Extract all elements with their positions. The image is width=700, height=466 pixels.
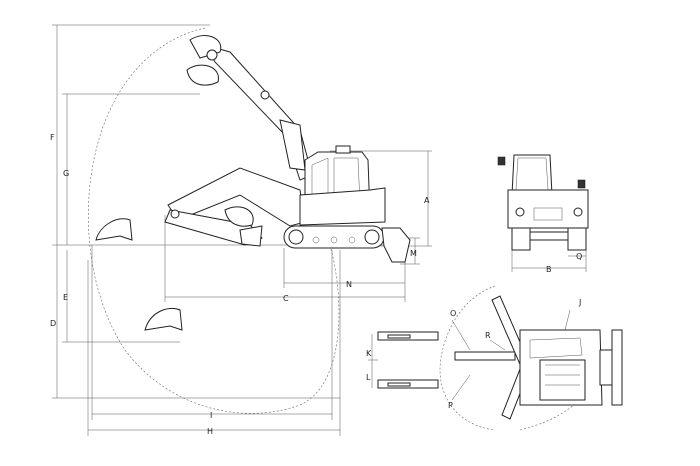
dim-label-r: R (485, 331, 491, 340)
dim-label-b: B (546, 265, 552, 274)
dim-label-l: L (366, 373, 371, 382)
dim-label-g: G (63, 169, 69, 178)
top-dozer-blade (611, 329, 623, 406)
dim-label-h: H (207, 427, 213, 436)
engine-body (299, 187, 386, 226)
dim-label-d: D (50, 319, 56, 328)
arm-extended (164, 167, 306, 247)
side-view: F G E D I H C N A (50, 24, 432, 436)
dim-label-n: N (346, 280, 352, 289)
bucket-lower (144, 307, 183, 331)
dim-label-a: A (424, 196, 430, 205)
dim-label-q: Q (576, 252, 582, 261)
dim-label-e: E (63, 293, 68, 302)
dim-label-m: M (410, 249, 417, 258)
front-view: B Q (497, 154, 589, 274)
arm-raised (186, 35, 313, 181)
top-view: K L O P R J (366, 285, 623, 431)
dim-label-j: J (578, 298, 581, 307)
dim-label-k: K (366, 349, 372, 358)
dim-label-o: O (450, 309, 456, 318)
dim-label-p: P (448, 401, 453, 410)
bucket-left (95, 218, 133, 241)
undercarriage-track (283, 225, 385, 249)
vertical-dimensions: F G E D (50, 24, 400, 399)
boom-center (454, 351, 516, 361)
boom-offset-lower (377, 379, 439, 389)
dozer-blade (381, 227, 411, 263)
horizontal-dimensions: I H C N (87, 215, 406, 436)
dim-label-f: F (50, 133, 55, 142)
boom-offset-upper (377, 331, 439, 341)
dim-label-c: C (283, 294, 289, 303)
dim-label-i: I (210, 411, 212, 420)
